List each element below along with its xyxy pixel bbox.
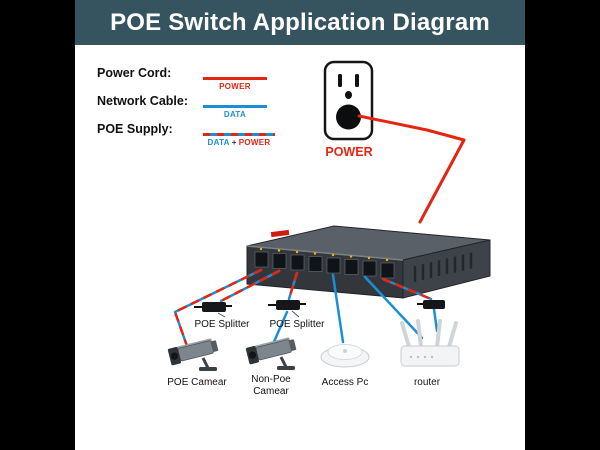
poe-cables: [173, 268, 433, 348]
legend-poe-line: [203, 133, 275, 136]
page-title: POE Switch Application Diagram: [110, 8, 490, 36]
poe-splitter-right-icon: [268, 300, 306, 310]
legend-poe-plus: +: [231, 138, 237, 147]
legend-data-line: [203, 105, 267, 108]
legend-power-line: [203, 77, 267, 80]
splitter-right-label: POE Splitter: [269, 319, 325, 330]
switch-ports: [254, 247, 395, 279]
poe-switch: [246, 225, 491, 299]
poe-adapter-right-icon: [417, 300, 445, 309]
power-cord-wire: [357, 114, 466, 224]
legend-poe-data-word: DATA: [207, 138, 230, 147]
letterbox-right: [525, 0, 600, 450]
poe-camera-icon: [167, 338, 219, 371]
router-label: router: [413, 377, 441, 388]
splitter-left-label: POE Splitter: [194, 319, 250, 330]
splitter-right-pointer: [291, 310, 300, 318]
diagram-canvas: POE Switch Application Diagram Power Cor…: [75, 0, 525, 450]
legend-power-cord-label: Power Cord:: [97, 66, 172, 80]
legend-poe-power-word: POWER: [238, 138, 271, 147]
legend-network-cable-label: Network Cable:: [97, 94, 188, 108]
switch-vents: [413, 252, 473, 282]
non-poe-camera-label: Non-Poe Camear: [251, 374, 291, 397]
access-point-icon: [320, 344, 370, 368]
title-bar: POE Switch Application Diagram: [75, 0, 525, 45]
router-icon: [400, 319, 460, 367]
outlet-power-label: POWER: [325, 145, 373, 159]
access-point-label: Access Pc: [321, 377, 369, 388]
letterbox-left: [0, 0, 75, 450]
poe-camera-label: POE Camear: [167, 377, 227, 388]
splitter-left-pointer: [217, 312, 226, 318]
non-poe-camera-icon: [245, 337, 297, 370]
legend-poe-line-label: DATA+POWER: [185, 138, 293, 147]
legend-data-line-label: DATA: [223, 110, 247, 119]
poe-splitter-left-icon: [194, 302, 232, 312]
diagram-graphics: [167, 60, 491, 371]
power-outlet-icon: [323, 60, 374, 141]
legend-poe-supply-label: POE Supply:: [97, 122, 173, 136]
legend-power-line-label: POWER: [219, 82, 251, 91]
switch-logo: [270, 229, 290, 238]
